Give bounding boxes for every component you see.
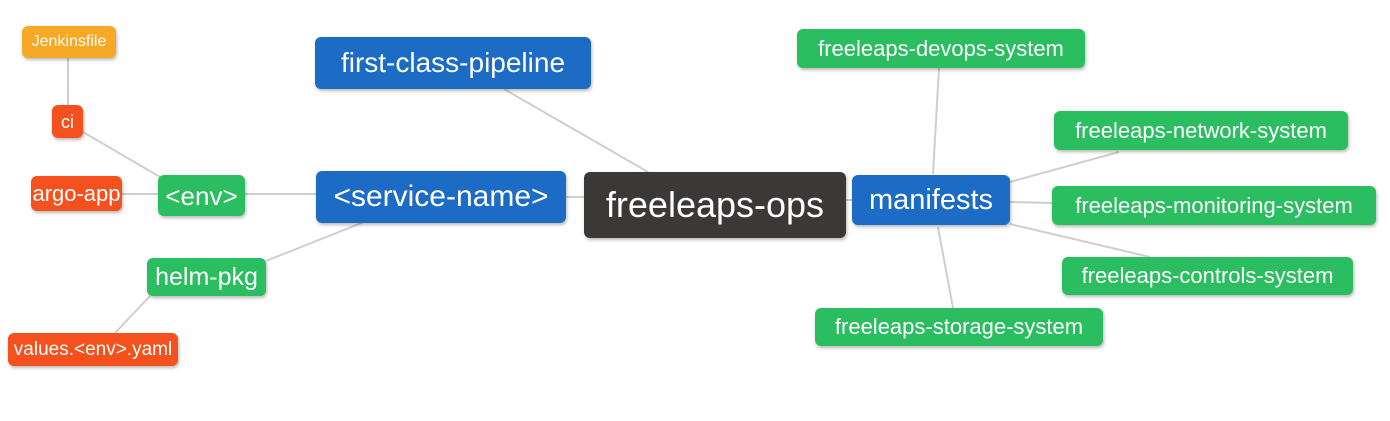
node-freeleaps-ops-root[interactable]: freeleaps-ops xyxy=(584,172,846,238)
node-manifests[interactable]: manifests xyxy=(852,175,1010,225)
node-freeleaps-controls-system[interactable]: freeleaps-controls-system xyxy=(1062,257,1353,295)
node-helm-pkg[interactable]: helm-pkg xyxy=(147,258,266,296)
node-freeleaps-monitoring-system[interactable]: freeleaps-monitoring-system xyxy=(1052,186,1376,225)
node-values-env-yaml[interactable]: values.<env>.yaml xyxy=(8,333,178,366)
edge-values-helm-pkg xyxy=(114,295,151,334)
edge-helm-pkg-service-name xyxy=(265,221,365,262)
node-freeleaps-network-system[interactable]: freeleaps-network-system xyxy=(1054,111,1348,150)
node-argo-app[interactable]: argo-app xyxy=(31,176,122,211)
node-first-class-pipeline[interactable]: first-class-pipeline xyxy=(315,37,591,89)
node-env[interactable]: <env> xyxy=(158,175,245,216)
node-freeleaps-storage-system[interactable]: freeleaps-storage-system xyxy=(815,308,1103,346)
edge-ci-env xyxy=(82,131,161,178)
edge-manifests-devops-system xyxy=(932,67,940,175)
edge-first-class-pipeline-ops xyxy=(503,88,649,173)
node-ci[interactable]: ci xyxy=(52,105,83,138)
node-service-name[interactable]: <service-name> xyxy=(316,171,566,223)
node-freeleaps-devops-system[interactable]: freeleaps-devops-system xyxy=(797,29,1085,68)
edge-manifests-monitoring-system xyxy=(1009,201,1053,204)
edge-manifests-network-system xyxy=(1009,151,1120,183)
node-jenkinsfile[interactable]: Jenkinsfile xyxy=(22,26,116,58)
edge-manifests-controls-system xyxy=(1009,223,1151,258)
edge-manifests-storage-system xyxy=(937,226,954,309)
